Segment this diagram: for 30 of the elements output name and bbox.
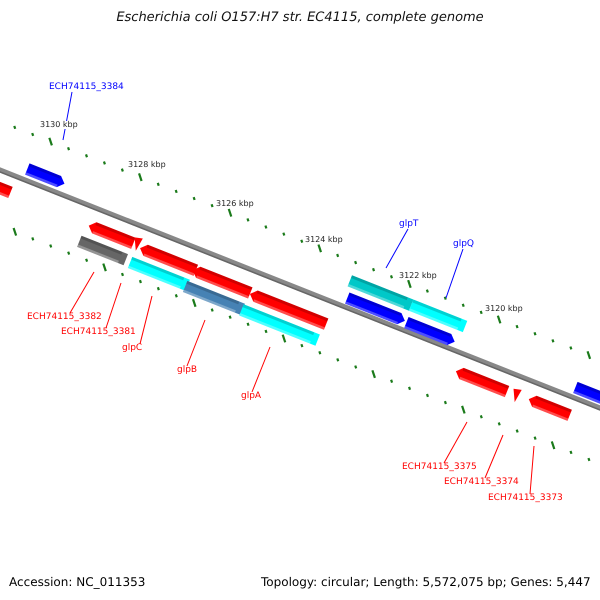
gene-label: glpA [241, 392, 262, 401]
gene-label: ECH74115_3373 [488, 494, 563, 503]
chart-title: Escherichia coli O157:H7 str. EC4115, complete genome [115, 11, 485, 24]
footer-text: Accession: NC_011353 [9, 576, 146, 588]
gene-label: glpQ [453, 240, 474, 249]
gene-label: glpT [399, 220, 418, 229]
leader-line [484, 434, 504, 478]
scale-label: 3130 kbp [40, 121, 78, 129]
leader-line [106, 282, 122, 328]
gene-label: ECH74115_3384 [49, 83, 124, 92]
gene-label: ECH74115_3374 [444, 478, 519, 487]
gene-label: ECH74115_3382 [27, 313, 102, 322]
scale-label: 3126 kbp [216, 200, 254, 208]
leader-line [252, 346, 270, 392]
scale-label: 3128 kbp [128, 161, 166, 169]
leader-line [386, 228, 408, 268]
scale-label: 3120 kbp [485, 305, 523, 313]
leader-line [70, 272, 94, 314]
gene-label: ECH74115_3381 [61, 328, 136, 337]
leader-line [530, 446, 534, 494]
leader-line [446, 248, 464, 298]
leader-line [186, 320, 206, 366]
scale-label: 3124 kbp [305, 236, 343, 244]
scale-label: 3122 kbp [399, 272, 437, 280]
gene-label: glpB [177, 366, 198, 375]
gene-label: glpC [122, 344, 142, 353]
leader-line [444, 422, 468, 464]
leader-line [140, 296, 152, 344]
footer-text: Topology: circular; Length: 5,572,075 bp; Genes: 5,447 [261, 576, 591, 588]
gene-label: ECH74115_3375 [402, 463, 477, 472]
